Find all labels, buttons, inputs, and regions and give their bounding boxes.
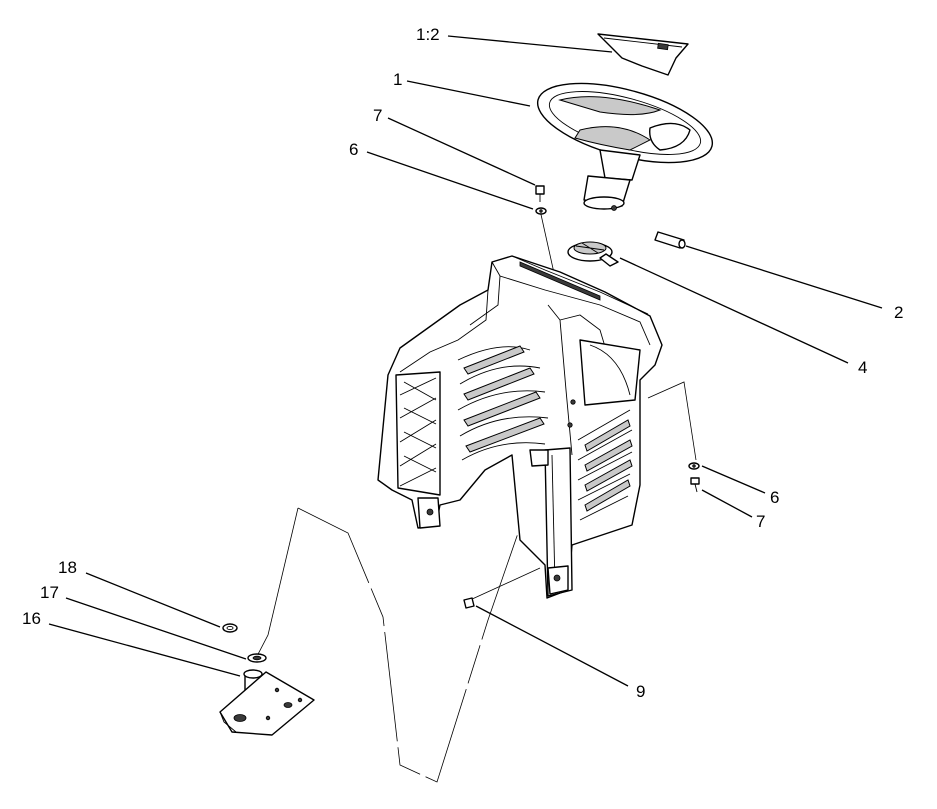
nut (463, 597, 475, 609)
steering-wheel (536, 82, 714, 211)
callout-labels: 1:2 1 7 6 2 4 6 7 18 17 16 9 (22, 25, 903, 701)
callout-17: 17 (40, 583, 59, 602)
callout-6-top: 6 (349, 140, 358, 159)
leader-lines (48, 35, 883, 687)
callout-16: 16 (22, 609, 41, 628)
right-fasteners (688, 462, 700, 493)
callout-6-right: 6 (770, 488, 779, 507)
steering-wheel-cap (597, 33, 689, 76)
mount-bracket-assembly (219, 623, 315, 736)
callout-2: 2 (894, 303, 903, 322)
callout-18: 18 (58, 558, 77, 577)
callout-7-top: 7 (373, 106, 382, 125)
callout-1-2: 1:2 (416, 25, 440, 44)
callout-1: 1 (393, 70, 402, 89)
callout-4: 4 (858, 358, 867, 377)
steering-bushing (567, 241, 619, 267)
dash-console (377, 255, 663, 599)
callout-9: 9 (636, 682, 645, 701)
roll-pin (654, 231, 686, 249)
top-fasteners (535, 185, 547, 215)
callout-7-right: 7 (756, 512, 765, 531)
